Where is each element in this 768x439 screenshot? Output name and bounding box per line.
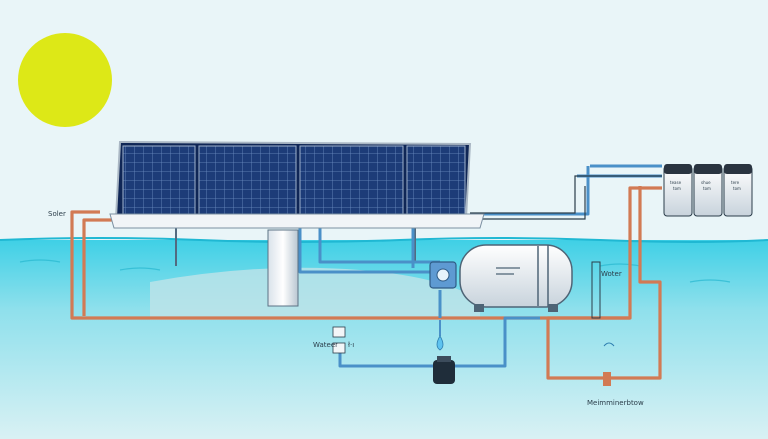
label-water-top: Woter [601, 270, 622, 278]
tank-1-label: tease [670, 180, 682, 185]
ground-mound [150, 267, 480, 320]
label-solar: Soler [48, 210, 66, 218]
water-surface [0, 237, 768, 243]
water-drip-tap [436, 320, 444, 351]
label-water-left: Wateer [313, 341, 338, 349]
submersible-pump [433, 356, 455, 384]
tank-2-label: shue [701, 180, 711, 185]
white-pipe [470, 175, 662, 220]
right-gauge [591, 261, 601, 319]
tank-3-sublabel: tom [733, 186, 741, 191]
water-body [0, 240, 768, 439]
water-ripples [19, 259, 731, 283]
storage-tanks [663, 164, 753, 217]
tank-3-label: tere [731, 180, 740, 185]
tank-1-sublabel: tom [673, 186, 681, 191]
label-bottom: Meimminerbtow [587, 399, 644, 407]
sun [18, 33, 112, 127]
copper-pipe-loop [70, 186, 662, 380]
pump-controller [429, 261, 457, 289]
copper-valve [603, 372, 611, 386]
label-water-left-suffix: ł·ı [348, 341, 354, 349]
pressure-tank [459, 244, 573, 312]
panel-support-post [267, 229, 299, 307]
left-gauge [332, 326, 346, 354]
solar-panel [109, 140, 485, 229]
tank-2-sublabel: tom [703, 186, 711, 191]
drop-indicator [603, 342, 615, 347]
